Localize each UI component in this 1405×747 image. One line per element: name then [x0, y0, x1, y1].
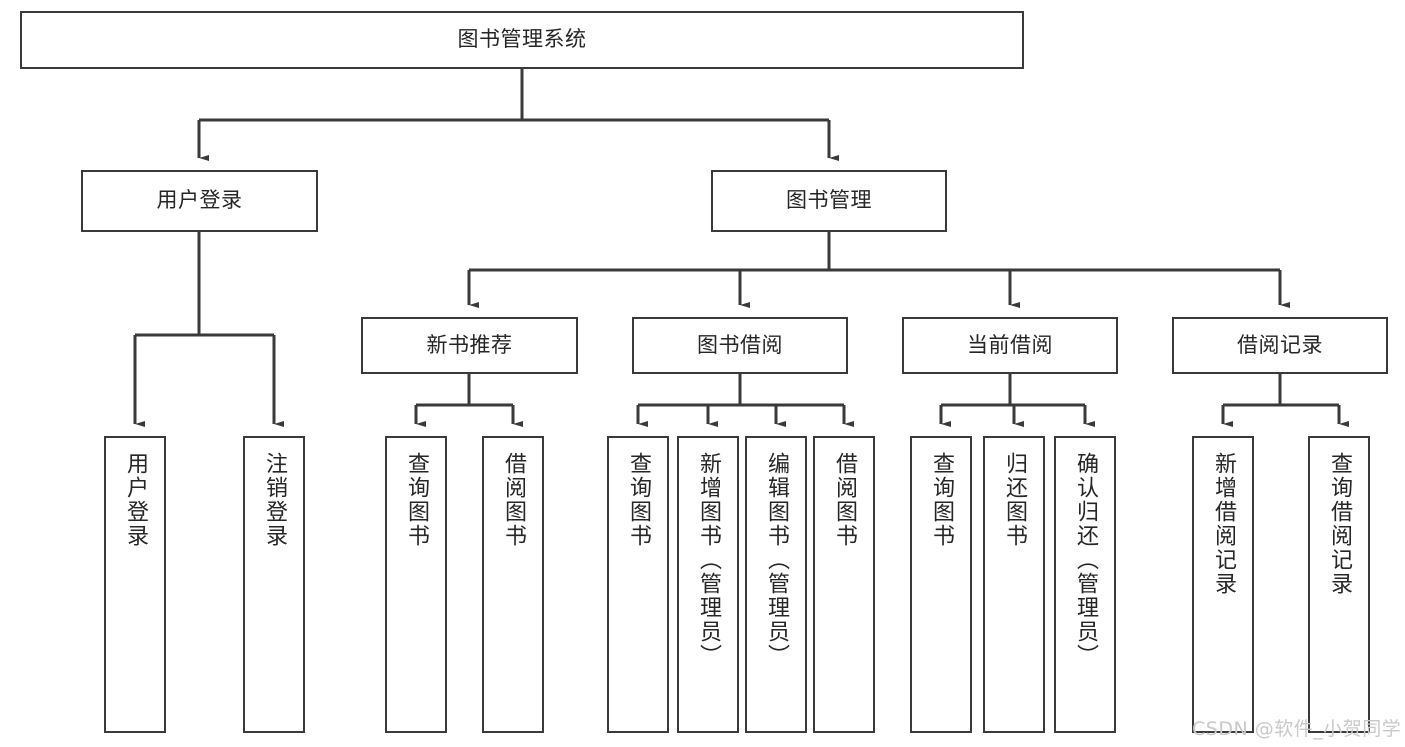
node-leaf-return-book-label: 归还图书 [1002, 452, 1027, 548]
node-borrow-record[interactable]: 借阅记录 [1172, 317, 1388, 374]
node-new-book-recommend[interactable]: 新书推荐 [361, 317, 578, 374]
node-leaf-query-book-3[interactable]: 查询图书 [910, 436, 972, 733]
node-current-borrow-label: 当前借阅 [967, 332, 1053, 357]
node-leaf-user-login-label: 用户登录 [123, 452, 148, 548]
node-user-login-label: 用户登录 [156, 188, 243, 213]
node-leaf-add-record-label: 新增借阅记录 [1211, 452, 1236, 596]
node-leaf-user-login[interactable]: 用户登录 [104, 436, 166, 733]
node-leaf-borrow-book-1[interactable]: 借阅图书 [482, 436, 544, 733]
node-root-label: 图书管理系统 [457, 27, 587, 52]
node-leaf-query-record[interactable]: 查询借阅记录 [1308, 436, 1370, 733]
node-leaf-add-record[interactable]: 新增借阅记录 [1192, 436, 1254, 733]
node-leaf-borrow-book-2[interactable]: 借阅图书 [813, 436, 875, 733]
node-borrow-record-label: 借阅记录 [1237, 332, 1323, 357]
node-leaf-query-book-1[interactable]: 查询图书 [385, 436, 447, 733]
node-leaf-query-book-2-label: 查询图书 [626, 452, 651, 548]
node-leaf-confirm-return[interactable]: 确认归还（管理员） [1054, 436, 1116, 733]
node-book-borrow-label: 图书借阅 [697, 332, 783, 357]
node-leaf-edit-book[interactable]: 编辑图书（管理员） [745, 436, 807, 733]
node-leaf-query-book-3-label: 查询图书 [929, 452, 954, 548]
node-leaf-user-logout[interactable]: 注销登录 [243, 436, 305, 733]
node-leaf-edit-book-label: 编辑图书（管理员） [764, 452, 789, 668]
node-root[interactable]: 图书管理系统 [20, 11, 1024, 69]
node-current-borrow[interactable]: 当前借阅 [902, 317, 1118, 374]
node-leaf-query-record-label: 查询借阅记录 [1327, 452, 1352, 596]
node-leaf-add-book[interactable]: 新增图书（管理员） [677, 436, 739, 733]
node-leaf-query-book-1-label: 查询图书 [404, 452, 429, 548]
node-leaf-confirm-return-label: 确认归还（管理员） [1073, 452, 1098, 668]
node-leaf-query-book-2[interactable]: 查询图书 [607, 436, 669, 733]
node-user-login[interactable]: 用户登录 [81, 170, 318, 232]
node-leaf-add-book-label: 新增图书（管理员） [696, 452, 721, 668]
node-book-borrow[interactable]: 图书借阅 [632, 317, 848, 374]
node-leaf-user-logout-label: 注销登录 [262, 452, 287, 548]
node-book-management[interactable]: 图书管理 [711, 170, 947, 232]
node-book-management-label: 图书管理 [786, 188, 872, 213]
node-new-book-recommend-label: 新书推荐 [426, 332, 513, 357]
node-leaf-borrow-book-2-label: 借阅图书 [832, 452, 857, 548]
csdn-watermark: CSDN @软件_小贺同学 [1192, 718, 1402, 740]
node-leaf-borrow-book-1-label: 借阅图书 [501, 452, 526, 548]
node-leaf-return-book[interactable]: 归还图书 [983, 436, 1045, 733]
